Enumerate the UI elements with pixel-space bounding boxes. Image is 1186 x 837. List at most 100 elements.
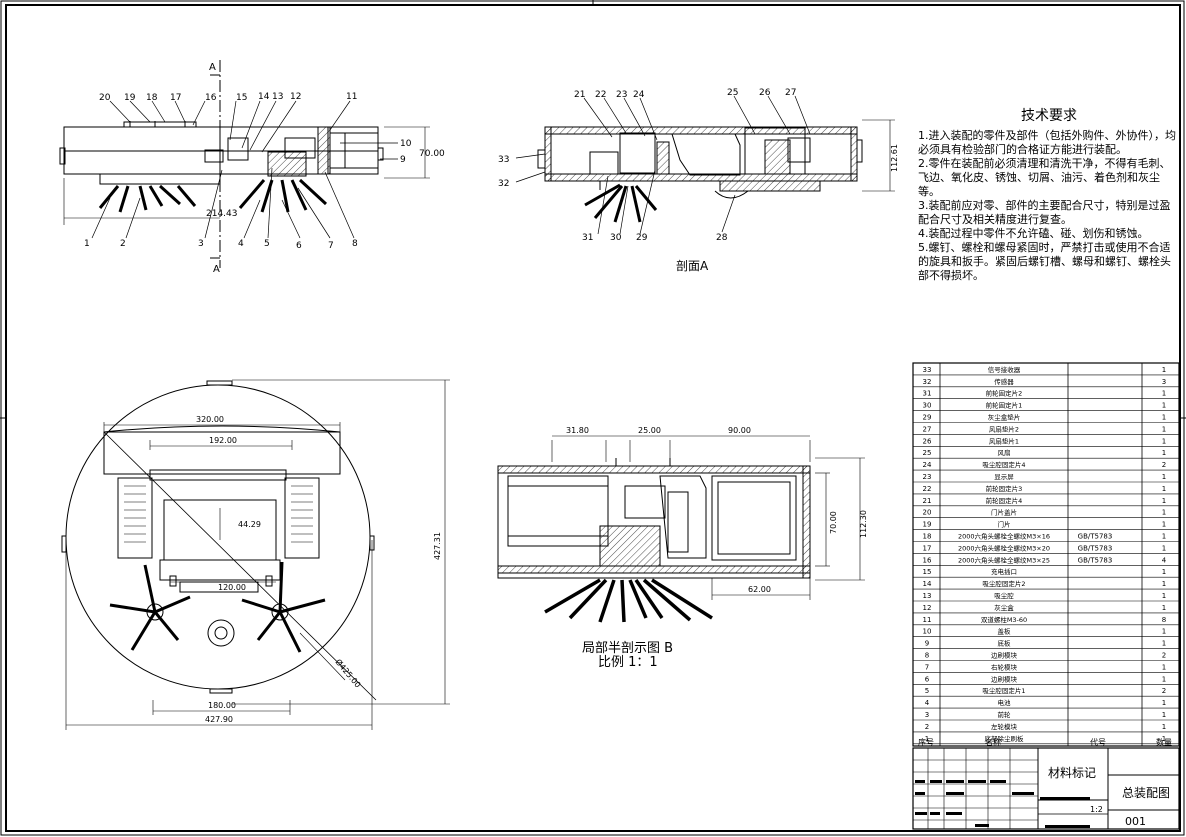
bom-cell-no: 31: [923, 390, 932, 398]
tech-req-item-4: 4.装配过程中零件不允许磕、碰、划伤和锈蚀。: [918, 227, 1149, 240]
bom-cell-qty: 1: [1162, 663, 1166, 671]
bom-cell-no: 8: [925, 652, 929, 660]
bom-cell-no: 15: [923, 568, 932, 576]
bom-cell-qty: 1: [1162, 509, 1166, 517]
bom-cell-no: 19: [923, 521, 932, 529]
section-a-title: 剖面A: [676, 259, 709, 273]
bom-cell-qty: 1: [1162, 628, 1166, 636]
section-marker-a-top: A: [209, 62, 216, 73]
balloon-13: 13: [272, 92, 283, 102]
bom-cell-no: 23: [923, 473, 932, 481]
detail-b-scale: 比例 1：1: [598, 655, 658, 670]
detail-b-title: 局部半剖示图 B: [582, 641, 673, 656]
bom-cell-no: 13: [923, 592, 932, 600]
dim-detail-62: 62.00: [748, 585, 771, 594]
bom-header: 序号 名称 代号 数量: [918, 737, 1172, 747]
bom-cell-qty: 1: [1162, 366, 1166, 374]
balloon-6: 6: [296, 241, 302, 251]
balloon-1: 1: [84, 239, 90, 249]
balloon-17: 17: [170, 93, 181, 103]
bom-cell-name: 吸尘腔: [994, 591, 1014, 600]
balloon-24: 24: [633, 90, 645, 100]
bom-cell-name: 前轮固定片1: [986, 401, 1023, 410]
balloon-11: 11: [346, 92, 357, 102]
bom-cell-qty: 4: [1162, 556, 1167, 564]
bom-cell-std: GB/T5783: [1078, 544, 1113, 552]
bom-cell-qty: 1: [1162, 485, 1166, 493]
balloon-16: 16: [205, 93, 217, 103]
bom-cell-qty: 1: [1162, 402, 1166, 410]
bom-cell-no: 16: [923, 556, 932, 564]
bom-cell-no: 30: [923, 402, 932, 410]
bom-cell-qty: 2: [1162, 652, 1166, 660]
bom-cell-no: 29: [923, 414, 932, 422]
tech-req-item-5: 5.螺钉、螺栓和螺母紧固时，严禁打击或使用不合适的旋具和扳手。紧固后螺钉槽、螺母…: [918, 241, 1171, 282]
dim-plan-120: 120.00: [218, 583, 246, 592]
dim-detail-70: 70.00: [829, 511, 838, 534]
bom-cell-name: 灰尘盒垫片: [988, 413, 1021, 422]
dim-plan-44: 44.29: [238, 520, 261, 529]
bom-cell-no: 24: [923, 461, 932, 469]
dim-plan-427-31: 427.31: [433, 532, 442, 560]
balloon-21: 21: [574, 90, 585, 100]
bom-cell-qty: 1: [1162, 675, 1166, 683]
balloon-29: 29: [636, 233, 648, 243]
balloon-20: 20: [99, 93, 111, 103]
balloon-23: 23: [616, 90, 627, 100]
bom-cell-no: 3: [925, 711, 929, 719]
bom-cell-qty: 1: [1162, 711, 1166, 719]
bom-cell-name: 显示屏: [994, 473, 1014, 481]
bom-cell-std: GB/T5783: [1078, 556, 1113, 564]
bom-cell-name: 风扇垫片1: [989, 436, 1019, 445]
bom-cell-qty: 1: [1162, 640, 1166, 648]
bom-cell-no: 32: [923, 378, 932, 386]
bom-cell-name: 底板: [998, 639, 1012, 648]
section-marker-a-bottom: A: [213, 264, 220, 275]
detail-b-labels: 31.80 25.00 90.00 70.00 112.30 62.00 局部半…: [566, 426, 868, 670]
bom-cell-qty: 1: [1162, 449, 1166, 457]
bom-cell-no: 21: [923, 497, 932, 505]
balloon-8: 8: [352, 239, 358, 249]
bom-cell-name: 灰尘盒: [994, 603, 1014, 612]
bom-cell-name: 双道螺柱M3-60: [981, 615, 1027, 624]
bom-cell-no: 18: [923, 533, 932, 541]
balloon-4: 4: [238, 239, 244, 249]
bom-cell-qty: 1: [1162, 544, 1166, 552]
bom-cell-no: 17: [923, 544, 932, 552]
section-a-view: [515, 95, 895, 235]
dim-plan-diameter: Ø425.00: [333, 657, 363, 690]
title-block: [912, 747, 1180, 830]
bom-cell-no: 10: [923, 628, 932, 636]
balloon-19: 19: [124, 93, 136, 103]
bom-header-qty: 数量: [1156, 737, 1172, 747]
balloon-25: 25: [727, 88, 738, 98]
bom-cell-no: 11: [923, 616, 932, 624]
bom-cell-name: 门片盖片: [991, 508, 1017, 517]
balloon-5: 5: [264, 239, 270, 249]
bom-header-std: 代号: [1090, 737, 1106, 747]
balloon-26: 26: [759, 88, 771, 98]
bom-cell-no: 25: [923, 449, 932, 457]
bom-cell-name: 吸尘腔固定片1: [982, 686, 1025, 695]
bom-cell-name: 充电插口: [991, 567, 1017, 576]
bom-cell-qty: 8: [1162, 616, 1166, 624]
bom-cell-no: 7: [925, 663, 929, 671]
bom-cell-qty: 1: [1162, 533, 1166, 541]
plan-view-labels: 320.00 192.00 44.29 120.00 180.00 427.90…: [196, 415, 442, 724]
dim-plan-180: 180.00: [208, 701, 236, 710]
balloon-32: 32: [498, 179, 509, 189]
front-view-labels: A A 70.00 214.43 20 19 18 17 16 15 14 13…: [84, 62, 445, 275]
bom-cell-name: 风扇垫片2: [989, 424, 1019, 433]
dim-section-height: 112.61: [890, 144, 899, 172]
title-block-text: 材料标记 总装配图 1:2 001: [1048, 766, 1170, 828]
bom-header-no: 序号: [918, 737, 934, 747]
bom-cell-qty: 3: [1162, 378, 1166, 386]
dim-plan-320: 320.00: [196, 415, 224, 424]
balloon-3: 3: [198, 239, 204, 249]
bom-cell-no: 14: [923, 580, 932, 588]
balloon-33: 33: [498, 155, 509, 165]
bom-cell-name: 门片: [998, 520, 1011, 529]
bom-cell-no: 26: [923, 437, 932, 445]
